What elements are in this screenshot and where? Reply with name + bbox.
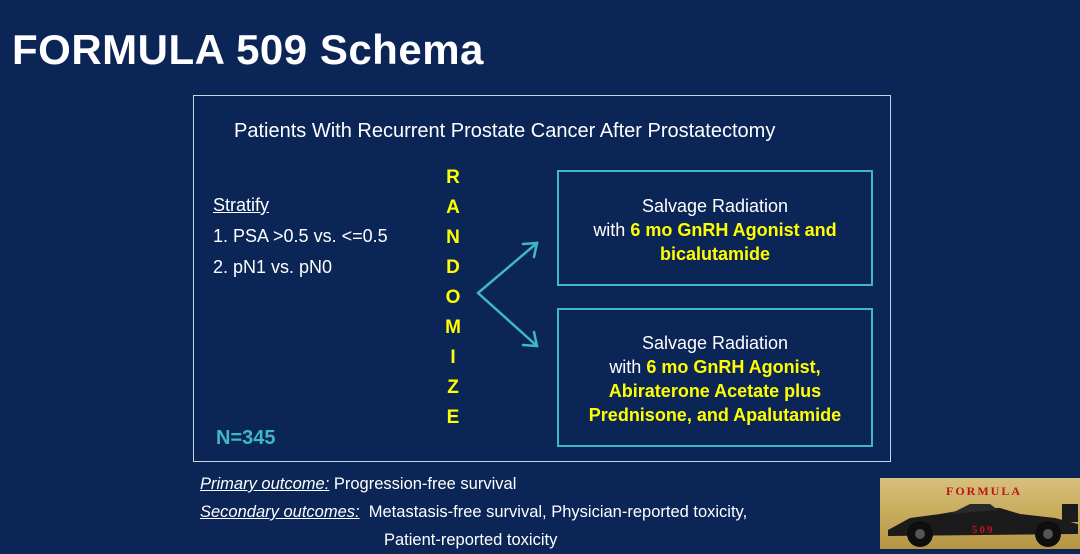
arm2-prefix: with bbox=[609, 357, 647, 377]
logo-word-formula: FORMULA bbox=[946, 484, 1022, 498]
logo-word-509: 509 bbox=[972, 524, 995, 536]
arm2-line1: Salvage Radiation bbox=[641, 333, 789, 353]
secondary-outcome-label: Secondary outcomes: bbox=[200, 503, 360, 521]
randomize-letter: I bbox=[450, 347, 456, 368]
arm1-prefix: with bbox=[593, 220, 631, 240]
arrow-to-arm2 bbox=[476, 291, 539, 348]
arm2-box: Salvage Radiation with 6 mo GnRH Agonist… bbox=[557, 308, 873, 447]
sample-size: N=345 bbox=[216, 427, 276, 449]
randomize-letter: E bbox=[446, 407, 460, 428]
arrow-to-arm1 bbox=[476, 241, 539, 295]
arm1-highlight1: 6 mo GnRH Agonist and bbox=[630, 220, 837, 240]
primary-outcome-value: Progression-free survival bbox=[329, 475, 517, 493]
randomize-letter: R bbox=[446, 167, 460, 188]
randomize-letter: M bbox=[445, 317, 461, 338]
arm2-highlight2: Abiraterone Acetate plus bbox=[608, 381, 822, 401]
arm1-line1: Salvage Radiation bbox=[641, 196, 789, 216]
randomize-letter: O bbox=[445, 287, 461, 308]
arrowhead-arm2 bbox=[521, 330, 539, 348]
stratify-item-psa: 1. PSA >0.5 vs. <=0.5 bbox=[213, 226, 388, 246]
randomize-label: R A N D O M I Z E bbox=[444, 163, 462, 433]
arrowhead-arm1 bbox=[521, 241, 539, 259]
randomize-letter: A bbox=[446, 197, 460, 218]
randomize-letter: D bbox=[446, 257, 460, 278]
arm1-highlight2: bicalutamide bbox=[659, 244, 771, 264]
outcomes-block: Primary outcome: Progression-free surviv… bbox=[200, 470, 747, 554]
arm2-highlight1: 6 mo GnRH Agonist, bbox=[646, 357, 821, 377]
randomize-letter: Z bbox=[447, 377, 459, 398]
stratify-item-pn: 2. pN1 vs. pN0 bbox=[213, 257, 333, 277]
secondary-outcome-value-cont: Patient-reported toxicity bbox=[384, 531, 558, 549]
patients-text: Patients With Recurrent Prostate Cancer … bbox=[234, 120, 776, 142]
randomize-letter: N bbox=[446, 227, 460, 248]
race-car-icon bbox=[888, 504, 1078, 547]
arm2-highlight3: Prednisone, and Apalutamide bbox=[588, 405, 842, 425]
schema-box bbox=[193, 95, 891, 462]
formula-logo: FORMULA 509 bbox=[880, 478, 1080, 549]
stratify-block: Stratify 1. PSA >0.5 vs. <=0.5 2. pN1 vs… bbox=[213, 190, 388, 283]
stratify-heading: Stratify bbox=[213, 195, 270, 215]
slide-title: FORMULA 509 Schema bbox=[12, 26, 484, 73]
secondary-outcome-value: Metastasis-free survival, Physician-repo… bbox=[359, 503, 748, 521]
arm1-box: Salvage Radiation with 6 mo GnRH Agonist… bbox=[557, 170, 873, 286]
primary-outcome-label: Primary outcome: bbox=[200, 475, 330, 493]
